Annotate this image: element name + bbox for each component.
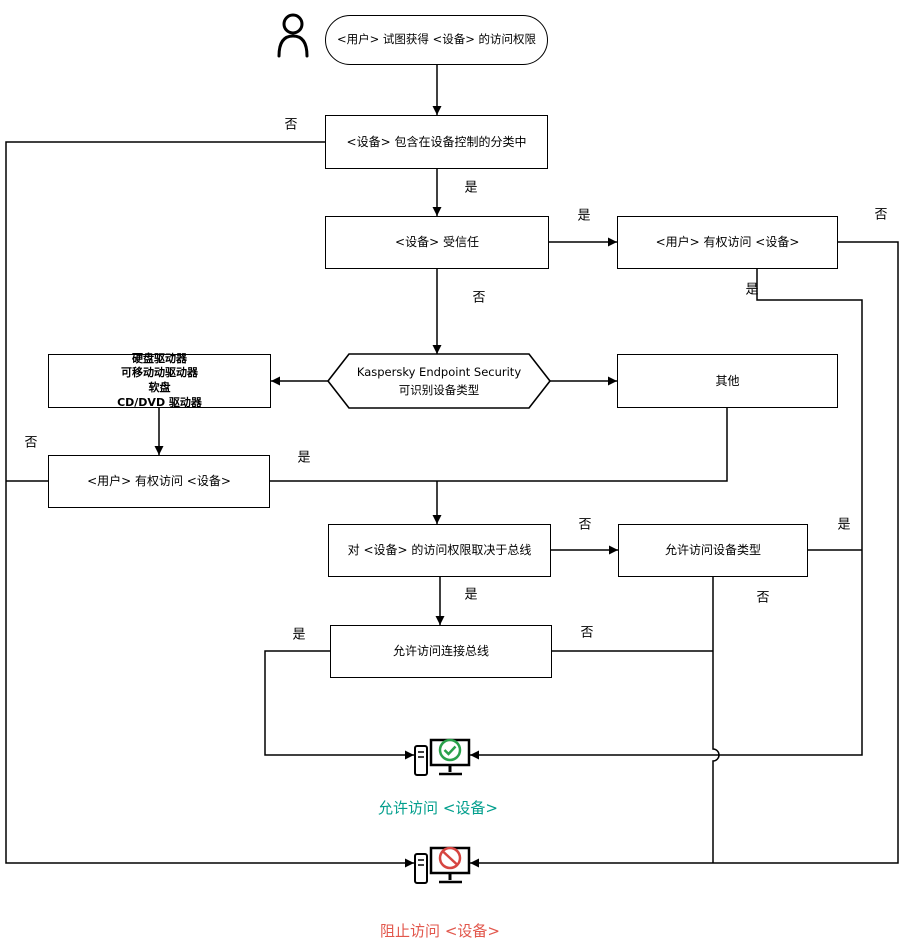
label-trusted-user-no: 否 (874, 207, 888, 223)
label-connection-bus-yes: 是 (292, 627, 306, 643)
node-trusted-user-access: <用户> 有权访问 <设备> (617, 216, 838, 269)
node-classification-label: <设备> 包含在设备控制的分类中 (346, 134, 527, 149)
access-blocked-label: 阻止访问 <设备> (380, 922, 500, 940)
device-allowed-icon (414, 738, 471, 776)
device-type-hdd: 硬盘驱动器 (132, 351, 187, 365)
device-type-cddvd: CD/DVD 驱动器 (117, 395, 202, 409)
edge-trusted-user-no-to-blocked (470, 241, 899, 868)
edge-connection-bus-yes-to-allowed (264, 650, 414, 760)
label-trusted-user-yes: 是 (745, 282, 759, 298)
user-icon (277, 13, 309, 58)
check-icon (443, 745, 457, 756)
edge-trusted-user-yes-to-allowed (470, 269, 863, 760)
edge-device-type-no-to-blocked (712, 577, 720, 863)
node-trusted-user-access-label: <用户> 有权访问 <设备> (655, 235, 800, 250)
label-connection-bus-no: 否 (580, 625, 594, 641)
node-connection-bus-allowed: 允许访问连接总线 (330, 625, 552, 678)
access-allowed-label: 允许访问 <设备> (378, 799, 498, 817)
node-other: 其他 (617, 354, 838, 408)
node-identify-line2: 可识别设备类型 (398, 383, 480, 397)
node-user-access: <用户> 有权访问 <设备> (48, 455, 270, 508)
node-connection-bus-allowed-label: 允许访问连接总线 (392, 644, 489, 659)
node-bus-dependency-label: 对 <设备> 的访问权限取决于总线 (347, 543, 532, 558)
node-trusted: <设备> 受信任 (325, 216, 549, 269)
label-bus-no: 否 (578, 517, 592, 533)
node-device-types: 硬盘驱动器 可移动动驱动器 软盘 CD/DVD 驱动器 (48, 351, 271, 409)
node-identify: Kaspersky Endpoint Security 可识别设备类型 (328, 354, 550, 408)
node-start-label: <用户> 试图获得 <设备> 的访问权限 (336, 32, 536, 47)
label-device-type-yes: 是 (837, 517, 851, 533)
node-user-access-label: <用户> 有权访问 <设备> (87, 474, 231, 489)
device-type-floppy: 软盘 (148, 381, 171, 394)
node-identify-line1: Kaspersky Endpoint Security (356, 364, 522, 379)
label-classification-yes: 是 (464, 180, 478, 196)
node-trusted-label: <设备> 受信任 (395, 235, 479, 250)
label-bus-yes: 是 (464, 587, 478, 603)
device-blocked-icon (414, 846, 471, 884)
node-classification: <设备> 包含在设备控制的分类中 (325, 115, 548, 169)
label-user-access-yes: 是 (297, 450, 311, 466)
edge-other-to-bus (437, 408, 728, 482)
device-type-removable: 可移动动驱动器 (121, 366, 198, 380)
label-device-type-no: 否 (756, 590, 770, 606)
node-device-type-allowed: 允许访问设备类型 (618, 524, 808, 577)
label-trusted-no: 否 (472, 290, 486, 306)
node-other-label: 其他 (715, 373, 740, 388)
label-trusted-yes: 是 (577, 208, 591, 224)
label-user-access-no: 否 (24, 435, 38, 451)
node-device-type-allowed-label: 允许访问设备类型 (664, 543, 761, 558)
prohibited-icon (442, 850, 458, 866)
node-start: <用户> 试图获得 <设备> 的访问权限 (325, 15, 548, 65)
identify-hexagon-shape (326, 353, 552, 409)
edge-classification-no-to-blocked (5, 141, 414, 868)
label-classification-no: 否 (284, 117, 298, 133)
node-bus-dependency: 对 <设备> 的访问权限取决于总线 (328, 524, 551, 577)
